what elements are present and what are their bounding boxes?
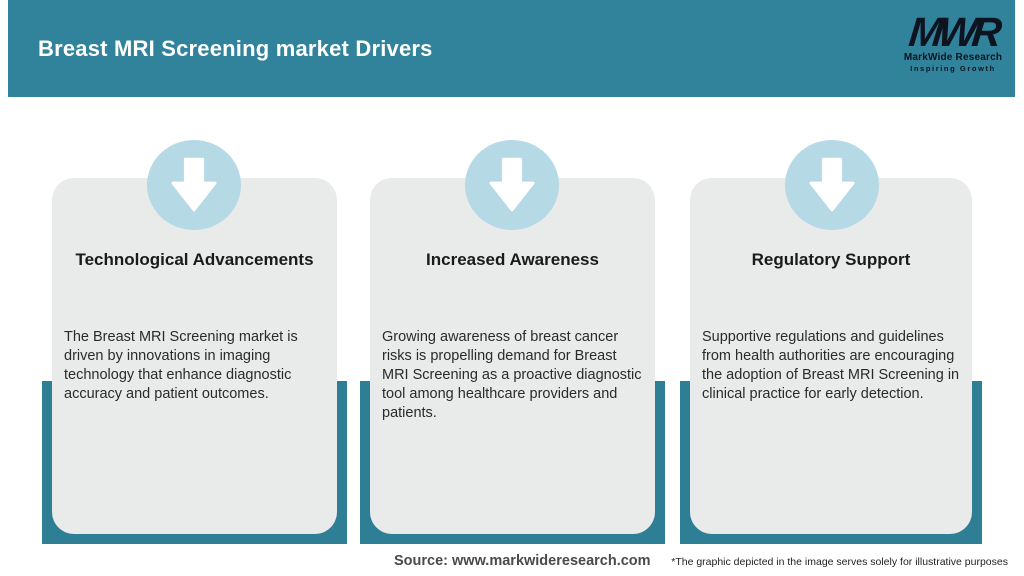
card-body-text: Growing awareness of breast cancer risks… bbox=[382, 329, 642, 421]
card-title: Regulatory Support bbox=[751, 250, 911, 269]
card-body-text: The Breast MRI Screening market is drive… bbox=[64, 329, 298, 402]
logo-acronym: MWR bbox=[906, 9, 1000, 55]
driver-card-increased-awareness: Increased Awareness Growing awareness of… bbox=[370, 178, 655, 534]
logo-company-name: MarkWide Research bbox=[903, 52, 1003, 63]
card-title: Increased Awareness bbox=[426, 250, 599, 269]
driver-card-regulatory-support: Regulatory Support Supportive regulation… bbox=[690, 178, 972, 534]
logo-tagline: Inspiring Growth bbox=[910, 64, 996, 73]
down-arrow-icon bbox=[147, 140, 241, 230]
header-bar: Breast MRI Screening market Drivers MWR … bbox=[8, 0, 1015, 97]
disclaimer-note: *The graphic depicted in the image serve… bbox=[671, 556, 1008, 568]
page-title: Breast MRI Screening market Drivers bbox=[38, 35, 433, 61]
down-arrow-icon bbox=[465, 140, 559, 230]
card-title: Technological Advancements bbox=[75, 250, 314, 269]
markwide-research-logo: MWR MarkWide Research Inspiring Growth bbox=[903, 9, 1003, 73]
source-attribution: Source: www.markwideresearch.com bbox=[394, 553, 651, 569]
card-body-text: Supportive regulations and guidelines fr… bbox=[702, 329, 960, 402]
driver-card-technological-advancements: Technological Advancements The Breast MR… bbox=[52, 178, 337, 534]
down-arrow-icon bbox=[785, 140, 879, 230]
